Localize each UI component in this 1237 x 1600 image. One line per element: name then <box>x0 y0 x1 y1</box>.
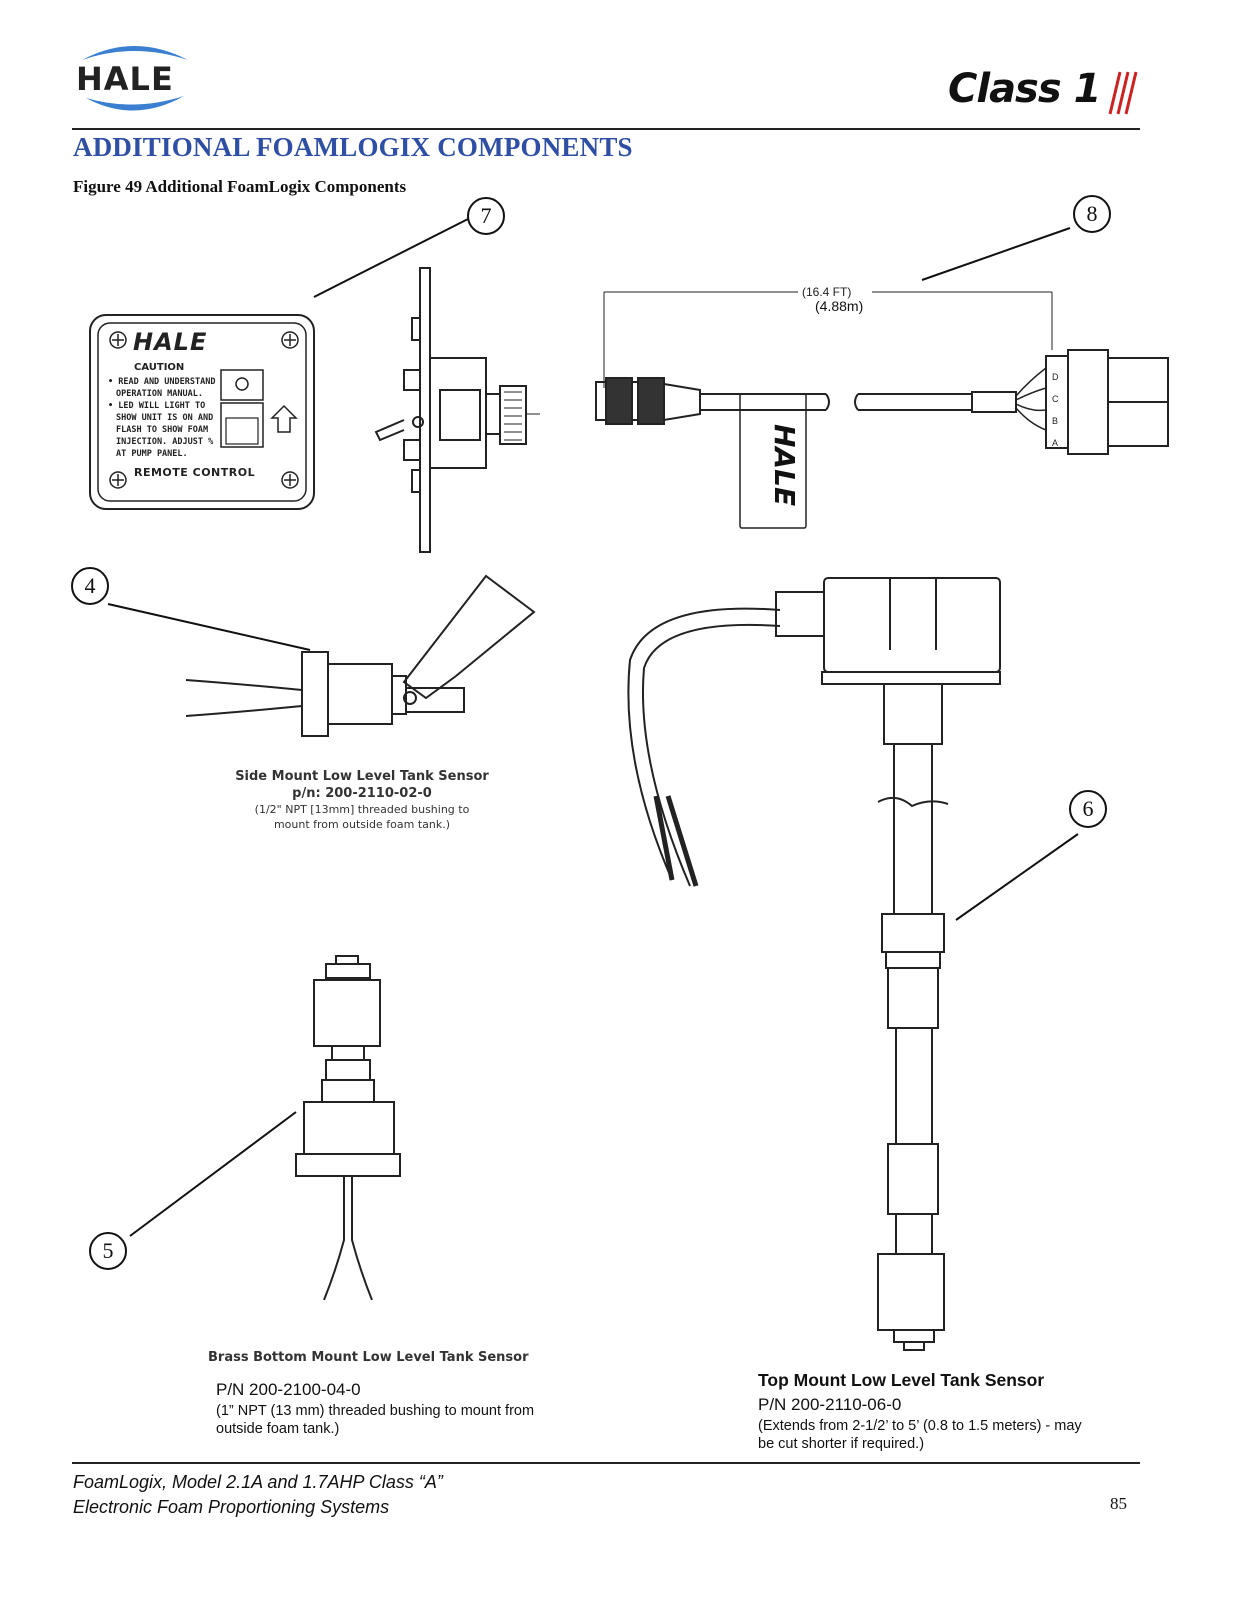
class1-logo-text: Class 1 <box>948 66 1101 112</box>
class1-logo: Class 1 <box>948 66 1140 118</box>
footer-title: FoamLogix, Model 2.1A and 1.7AHP Class “… <box>73 1472 443 1517</box>
page-heading: ADDITIONAL FOAMLOGIX COMPONENTS <box>73 132 633 162</box>
page-number: 85 <box>1110 1494 1127 1513</box>
remote-control-panel-drawing <box>89 314 315 510</box>
remote-panel-instructions: • READ AND UNDERSTAND OPERATION MANUAL. … <box>108 377 216 459</box>
side-mount-note2: mount from outside foam tank.) <box>273 818 451 831</box>
hale-logo-text: HALE <box>76 60 174 98</box>
remote-panel-caution: CAUTION <box>134 362 185 373</box>
brass-bottom-pn: P/N 200-2100-04-0 <box>216 1380 361 1399</box>
connector-pin-labels: D C B A <box>1052 372 1059 448</box>
side-mount-title: Side Mount Low Level Tank Sensor <box>235 769 489 784</box>
top-mount-title: Top Mount Low Level Tank Sensor <box>758 1370 1045 1390</box>
brass-bottom-title: Brass Bottom Mount Low Level Tank Sensor <box>208 1350 529 1365</box>
top-mount-sensor-drawing <box>627 577 1001 1351</box>
cable-harness-drawing <box>595 291 1169 529</box>
class1-stripes-icon <box>1108 71 1138 115</box>
screw-icons <box>109 331 299 489</box>
cable-tag-brand: HALE <box>768 424 801 507</box>
top-mount-note: (Extends from 2-1/2’ to 5’ (0.8 to 1.5 m… <box>758 1418 1082 1452</box>
hale-logo: HALE <box>72 38 196 120</box>
hale-logo-swoosh-icon <box>82 46 188 111</box>
leader-6 <box>955 833 1079 921</box>
callout-8: 8 <box>1073 195 1111 233</box>
footer-rule <box>72 1462 1140 1464</box>
leader-7 <box>313 218 469 298</box>
cable-length-m: (4.88m) <box>815 298 864 314</box>
callout-5: 5 <box>89 1232 127 1270</box>
remote-panel-brand: HALE <box>133 328 208 356</box>
header-rule <box>72 128 1140 130</box>
side-mount-note1: (1/2" NPT [13mm] threaded bushing to <box>254 803 470 816</box>
callout-6: 6 <box>1069 790 1107 828</box>
brass-bottom-sensor-drawing <box>295 955 401 1301</box>
remote-panel-footer: REMOTE CONTROL <box>134 466 256 479</box>
cable-length-ft: (16.4 FT) <box>802 285 852 299</box>
leader-5 <box>129 1111 297 1237</box>
leader-8 <box>921 227 1071 281</box>
top-mount-pn: P/N 200-2110-06-0 <box>758 1395 902 1414</box>
callout-7: 7 <box>467 197 505 235</box>
side-mount-label: Side Mount Low Level Tank Sensor p/n: 20… <box>224 768 500 832</box>
side-mount-pn: p/n: 200-2110-02-0 <box>292 786 432 801</box>
side-mount-sensor-drawing <box>185 574 536 737</box>
leader-4 <box>107 603 311 651</box>
brass-bottom-note: (1” NPT (13 mm) threaded bushing to moun… <box>216 1403 535 1437</box>
callout-4: 4 <box>71 567 109 605</box>
figure-caption: Figure 49 Additional FoamLogix Component… <box>73 177 407 196</box>
remote-switch-side-drawing <box>374 267 540 553</box>
